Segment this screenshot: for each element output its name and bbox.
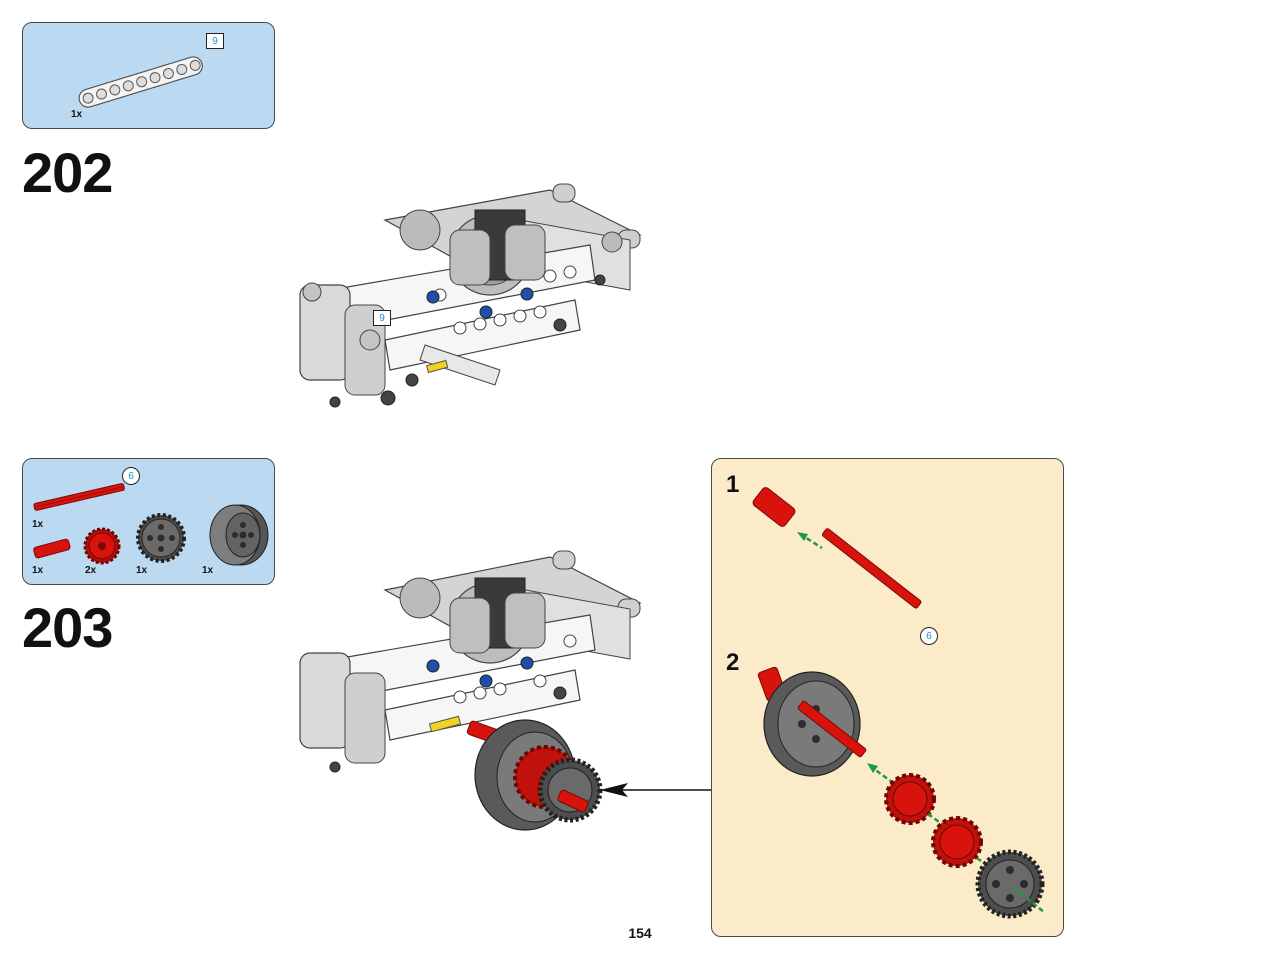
substep-2-illustration [757,666,1045,919]
part-qty: 1x [71,109,83,120]
part-qty: 2x [85,565,97,576]
page-number: 154 [628,925,652,941]
parts-list-203: 1x 6 1x 2x 1x 1x [22,458,275,585]
part-qty: 1x [32,565,44,576]
step-number: 202 [22,141,113,204]
length-label: 6 [920,627,938,645]
step-number: 203 [22,596,113,659]
substep-1-illustration [752,487,922,609]
subassembly-panel: 1 2 6 [711,458,1064,937]
beam-9-icon [78,56,203,108]
part-qty: 1x [136,565,148,576]
beam-length-callout: 9 [373,310,391,326]
chassis-model-203 [299,550,642,831]
parts-list-202: 1x 9 [22,22,275,129]
substep-number: 2 [726,649,740,676]
gear-16-red-icon [83,527,121,565]
part-qty: 1x [32,519,44,530]
gear-24-dark-icon [136,513,186,563]
arrow-left-icon [600,783,711,797]
length-label: 6 [122,467,140,485]
chassis-model-202 [299,183,642,408]
part-qty: 1x [202,565,214,576]
substep-number: 1 [726,471,740,498]
axle-6-icon [33,483,125,511]
differential-housing-icon [209,504,269,566]
axle-connector-icon [33,538,71,559]
length-label: 9 [206,33,224,49]
